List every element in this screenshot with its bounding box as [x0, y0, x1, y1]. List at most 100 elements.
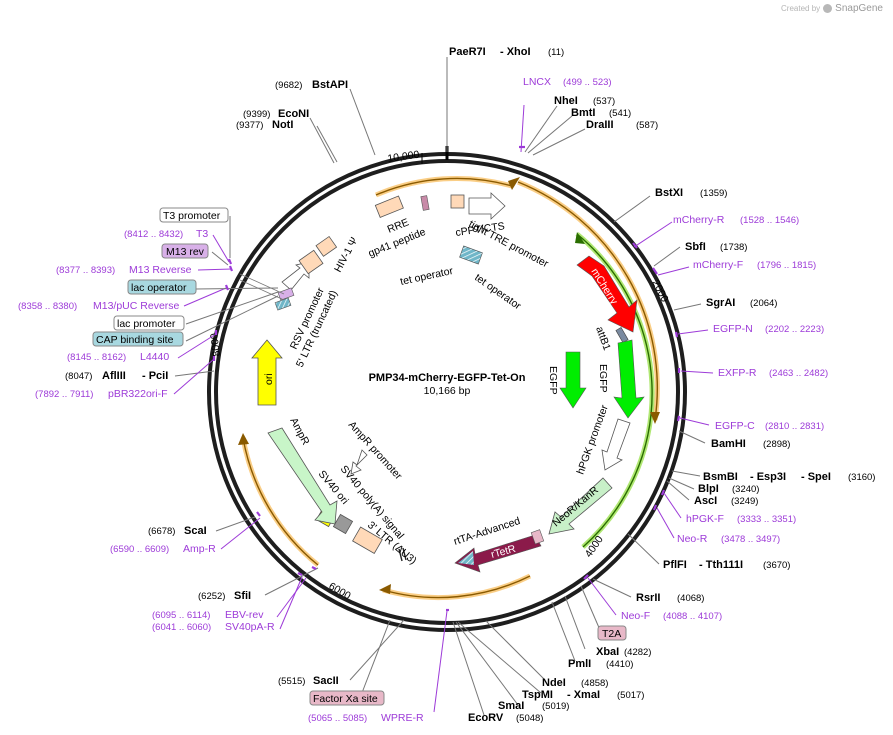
lac-operator-box — [127, 279, 197, 295]
primer-m13-reverse-pos: (8377 .. 8393) — [56, 265, 115, 276]
egfp-inner-label: EGFP — [597, 364, 609, 393]
snapgene-name: SnapGene — [835, 3, 883, 14]
site-blpi-pos: (3240) — [732, 484, 759, 495]
site-sbfi: SbfI — [685, 241, 706, 253]
site-line-scai — [215, 516, 256, 532]
rtetr-label: rTetR — [490, 543, 518, 561]
site-line-bmti — [527, 115, 573, 154]
primer-mcherry-f: mCherry-F — [693, 259, 743, 271]
primer-l4440-pos: (8145 .. 8162) — [67, 352, 126, 363]
site-line-ecorv — [452, 621, 485, 716]
ltr3-bars — [398, 547, 407, 562]
site-pflfi-pos: (3670) — [763, 560, 790, 571]
primer-wpre-r-pos: (5065 .. 5085) — [308, 713, 367, 724]
m13-rev-box — [161, 243, 209, 259]
tight-tre-label: tight TRE promoter — [467, 218, 551, 270]
tet-operator-box — [459, 245, 483, 265]
attb1-label: attB1 — [593, 325, 613, 352]
primer-line-hpgk-f — [663, 492, 682, 519]
tet-operator-label-1: tet operator — [399, 265, 455, 288]
site-line-bstxi — [613, 195, 651, 223]
factor-xa-box — [309, 690, 385, 706]
site-line-factor-xa — [359, 619, 391, 699]
primer-line-mcherry-f — [657, 266, 690, 276]
site-ecorv: EcoRV — [468, 712, 504, 724]
primer-line-egfp-n — [677, 329, 709, 335]
primer-mcherry-r-pos: (1528 .. 1546) — [740, 215, 799, 226]
site-sacii: SacII — [313, 675, 339, 687]
plasmid-size: 10,166 bp — [424, 385, 471, 397]
site-xmai: - XmaI — [567, 689, 600, 701]
primer-line-egfp-c — [679, 417, 710, 426]
tet-operator-label-2: tet operator — [472, 272, 523, 313]
primer-l4440: L4440 — [140, 351, 169, 363]
boxed-labels: T3 promoter M13 rev lac operator lac pro… — [92, 207, 627, 706]
primer-mark-amp-r — [256, 511, 261, 517]
site-xhoi-pos: (11) — [548, 47, 564, 58]
site-blpi: BlpI — [698, 483, 719, 495]
site-line-m13-rev — [211, 251, 229, 266]
site-line-cap — [185, 295, 279, 342]
site-smai-pos: (5019) — [542, 701, 569, 712]
inner-leader-2 — [239, 279, 285, 301]
t3-promoter-label: T3 promoter — [163, 210, 221, 222]
primer-t3-pos: (8412 .. 8432) — [124, 229, 183, 240]
primer-amp-r: Amp-R — [183, 543, 216, 555]
orf-arrowhead-green — [575, 232, 585, 244]
site-line-lac-operator — [195, 287, 279, 290]
primer-mark-egfp-c — [676, 415, 681, 422]
primer-neo-f: Neo-F — [621, 610, 650, 622]
ampr-arrow — [267, 427, 338, 525]
primer-hpgk-f-pos: (3333 .. 3351) — [737, 514, 796, 525]
primer-mcherry-r: mCherry-R — [673, 214, 725, 226]
inner-leader-lines — [239, 273, 285, 301]
site-tth111i: - Tth111I — [699, 559, 743, 571]
ampr-promoter-arrow — [350, 449, 368, 475]
site-bstxi: BstXI — [655, 187, 683, 199]
primer-line-pbr322ori-f — [173, 358, 215, 395]
orf-arrowheads — [238, 177, 660, 594]
primer-mark-m13puc — [224, 284, 230, 291]
primer-mcherry-f-pos: (1796 .. 1815) — [757, 260, 816, 271]
site-xbai: XbaI — [596, 646, 619, 658]
primer-exfp-r-pos: (2463 .. 2482) — [769, 368, 828, 379]
sv40-polya-box — [332, 513, 354, 535]
primer-line-lncx — [520, 104, 525, 153]
primer-mark-mcherry-r — [632, 242, 638, 249]
primer-lncx-pos: (499 .. 523) — [563, 77, 612, 88]
site-sbfi-pos: (1738) — [720, 242, 747, 253]
site-noti-pos: (9377) — [236, 120, 263, 131]
site-draiii: DraIII — [586, 119, 614, 131]
gp41-box — [420, 195, 430, 211]
primer-m13puc-rev: M13/pUC Reverse — [93, 300, 180, 312]
ori-arrow — [251, 339, 283, 406]
orf-arc-left-core — [242, 437, 319, 566]
attb1-box — [615, 327, 629, 343]
t2a-box — [597, 625, 627, 641]
cap-binding-site-box — [92, 331, 184, 347]
site-asci: AscI — [694, 495, 717, 507]
site-line-sacii — [349, 619, 405, 681]
primer-wpre-r: WPRE-R — [381, 712, 424, 724]
site-sacii-pos: (5515) — [278, 676, 305, 687]
site-scai: ScaI — [184, 525, 207, 537]
ltr5-purple-box — [277, 287, 295, 301]
mcherry-arrow — [576, 255, 638, 333]
tick-8000: 8000 — [208, 332, 223, 357]
rtetr-hatch — [458, 551, 474, 565]
primer-ebv-rev-pos: (6095 .. 6114) — [152, 610, 210, 621]
neor-arrow — [548, 477, 613, 535]
primer-sv40pa-r: SV40pA-R — [225, 621, 275, 633]
lac-promoter-label: lac promoter — [117, 318, 176, 330]
rtetr-arrow — [454, 534, 542, 573]
egfp-straight-arrow — [559, 351, 587, 409]
site-line-asci — [666, 480, 690, 501]
m13-rev-label: M13 rev — [166, 246, 205, 258]
ltr5-box — [298, 249, 324, 275]
site-line-xbai — [564, 595, 586, 650]
hpgk-promoter-arrow — [601, 418, 631, 471]
tick-4000: 4000 — [583, 534, 606, 560]
ltr3-box — [352, 526, 383, 554]
site-labels: PaeR7I - XhoI (11) LNCX (499 .. 523) Nhe… — [18, 46, 875, 724]
